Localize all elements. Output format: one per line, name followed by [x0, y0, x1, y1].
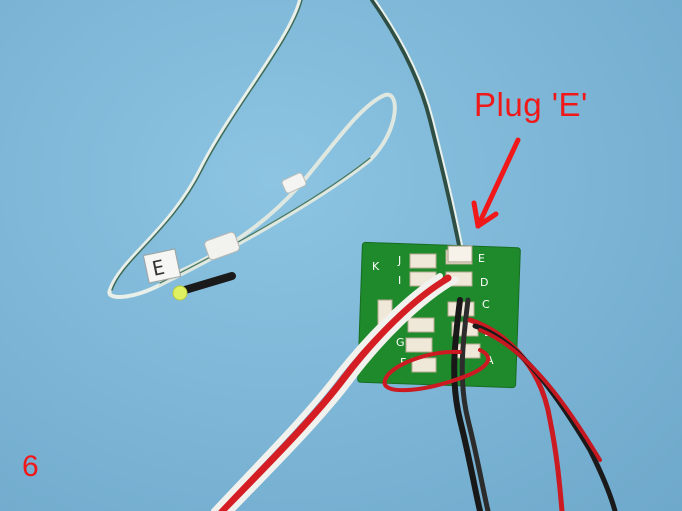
top-wire — [107, 0, 464, 299]
led-heatshrink — [181, 272, 236, 294]
label-c: C — [482, 298, 490, 311]
label-j: J — [397, 254, 401, 267]
led-tag-text: E — [150, 255, 167, 281]
led-tag: E — [142, 248, 182, 284]
inline-connector — [204, 231, 240, 261]
decoder-board: J I H G F E D C B A K — [357, 241, 521, 389]
annotation-arrow — [471, 137, 521, 229]
label-i: I — [398, 274, 401, 287]
wire-sleeve — [281, 172, 307, 194]
plug-e — [447, 245, 473, 263]
plug-label: Plug 'E' — [474, 86, 588, 123]
power-cables — [382, 297, 618, 511]
led — [172, 285, 188, 301]
label-k: K — [372, 260, 380, 273]
servo-cable-white — [211, 273, 459, 511]
label-e: E — [478, 252, 485, 265]
label-d: D — [480, 276, 488, 289]
step-number: 6 — [22, 450, 39, 483]
label-g: G — [396, 336, 405, 349]
